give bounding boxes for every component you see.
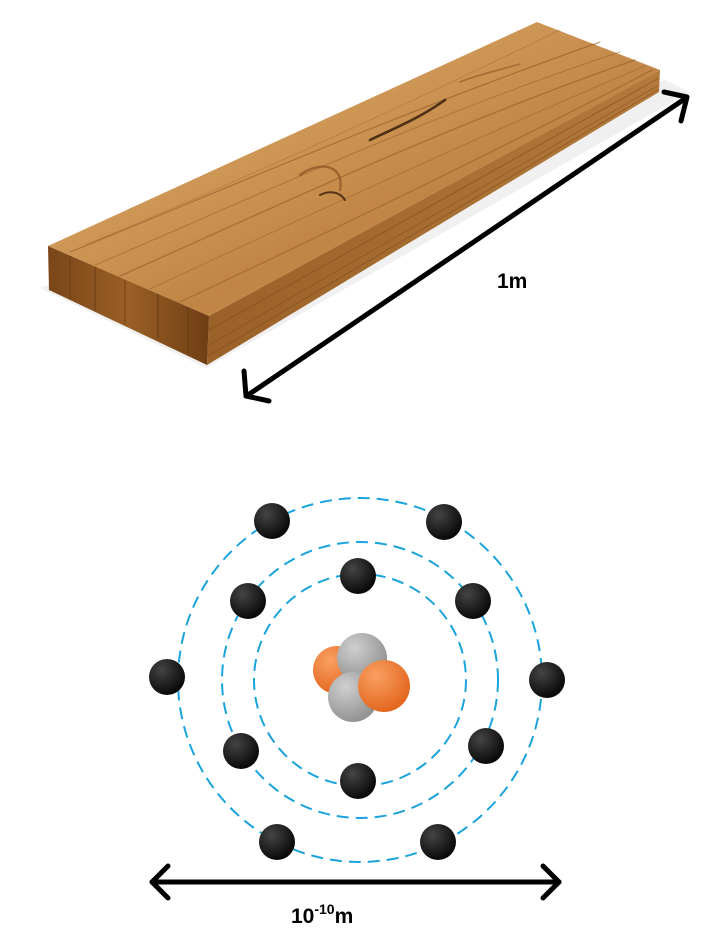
side-grain bbox=[207, 77, 660, 357]
length-arrow-head-end bbox=[661, 89, 690, 124]
plank-top-face bbox=[48, 22, 660, 316]
electron bbox=[340, 558, 376, 594]
electron bbox=[420, 824, 456, 860]
length-arrow-shaft bbox=[245, 95, 689, 398]
electron bbox=[223, 733, 259, 769]
plank-long-side bbox=[207, 70, 660, 365]
electron bbox=[455, 583, 491, 619]
diameter-arrow-head-right bbox=[540, 863, 562, 901]
diameter-label-exponent: -10 bbox=[314, 901, 334, 917]
electron bbox=[468, 728, 504, 764]
proton bbox=[358, 660, 410, 712]
length-arrow bbox=[241, 89, 690, 404]
nucleus bbox=[313, 633, 410, 722]
electron bbox=[340, 763, 376, 799]
diameter-label-unit: m bbox=[335, 905, 354, 928]
orbit-middle bbox=[221, 541, 499, 819]
electrons bbox=[149, 503, 565, 860]
end-grain bbox=[69, 256, 189, 353]
diameter-label-base: 10 bbox=[291, 905, 314, 928]
plank-end-face bbox=[48, 246, 209, 365]
electron bbox=[426, 504, 462, 540]
diameter-arrow bbox=[149, 863, 562, 901]
electron bbox=[254, 503, 290, 539]
diameter-arrow-head-left bbox=[149, 863, 171, 901]
wood-plank bbox=[40, 22, 690, 368]
electron bbox=[529, 662, 565, 698]
diameter-label: 10-10m bbox=[291, 901, 353, 928]
electron bbox=[259, 824, 295, 860]
length-arrow-head-start bbox=[241, 368, 272, 404]
wood-grain bbox=[69, 29, 653, 303]
electron bbox=[230, 583, 266, 619]
electron bbox=[149, 659, 185, 695]
atom bbox=[149, 497, 565, 863]
length-label: 1m bbox=[497, 270, 527, 293]
